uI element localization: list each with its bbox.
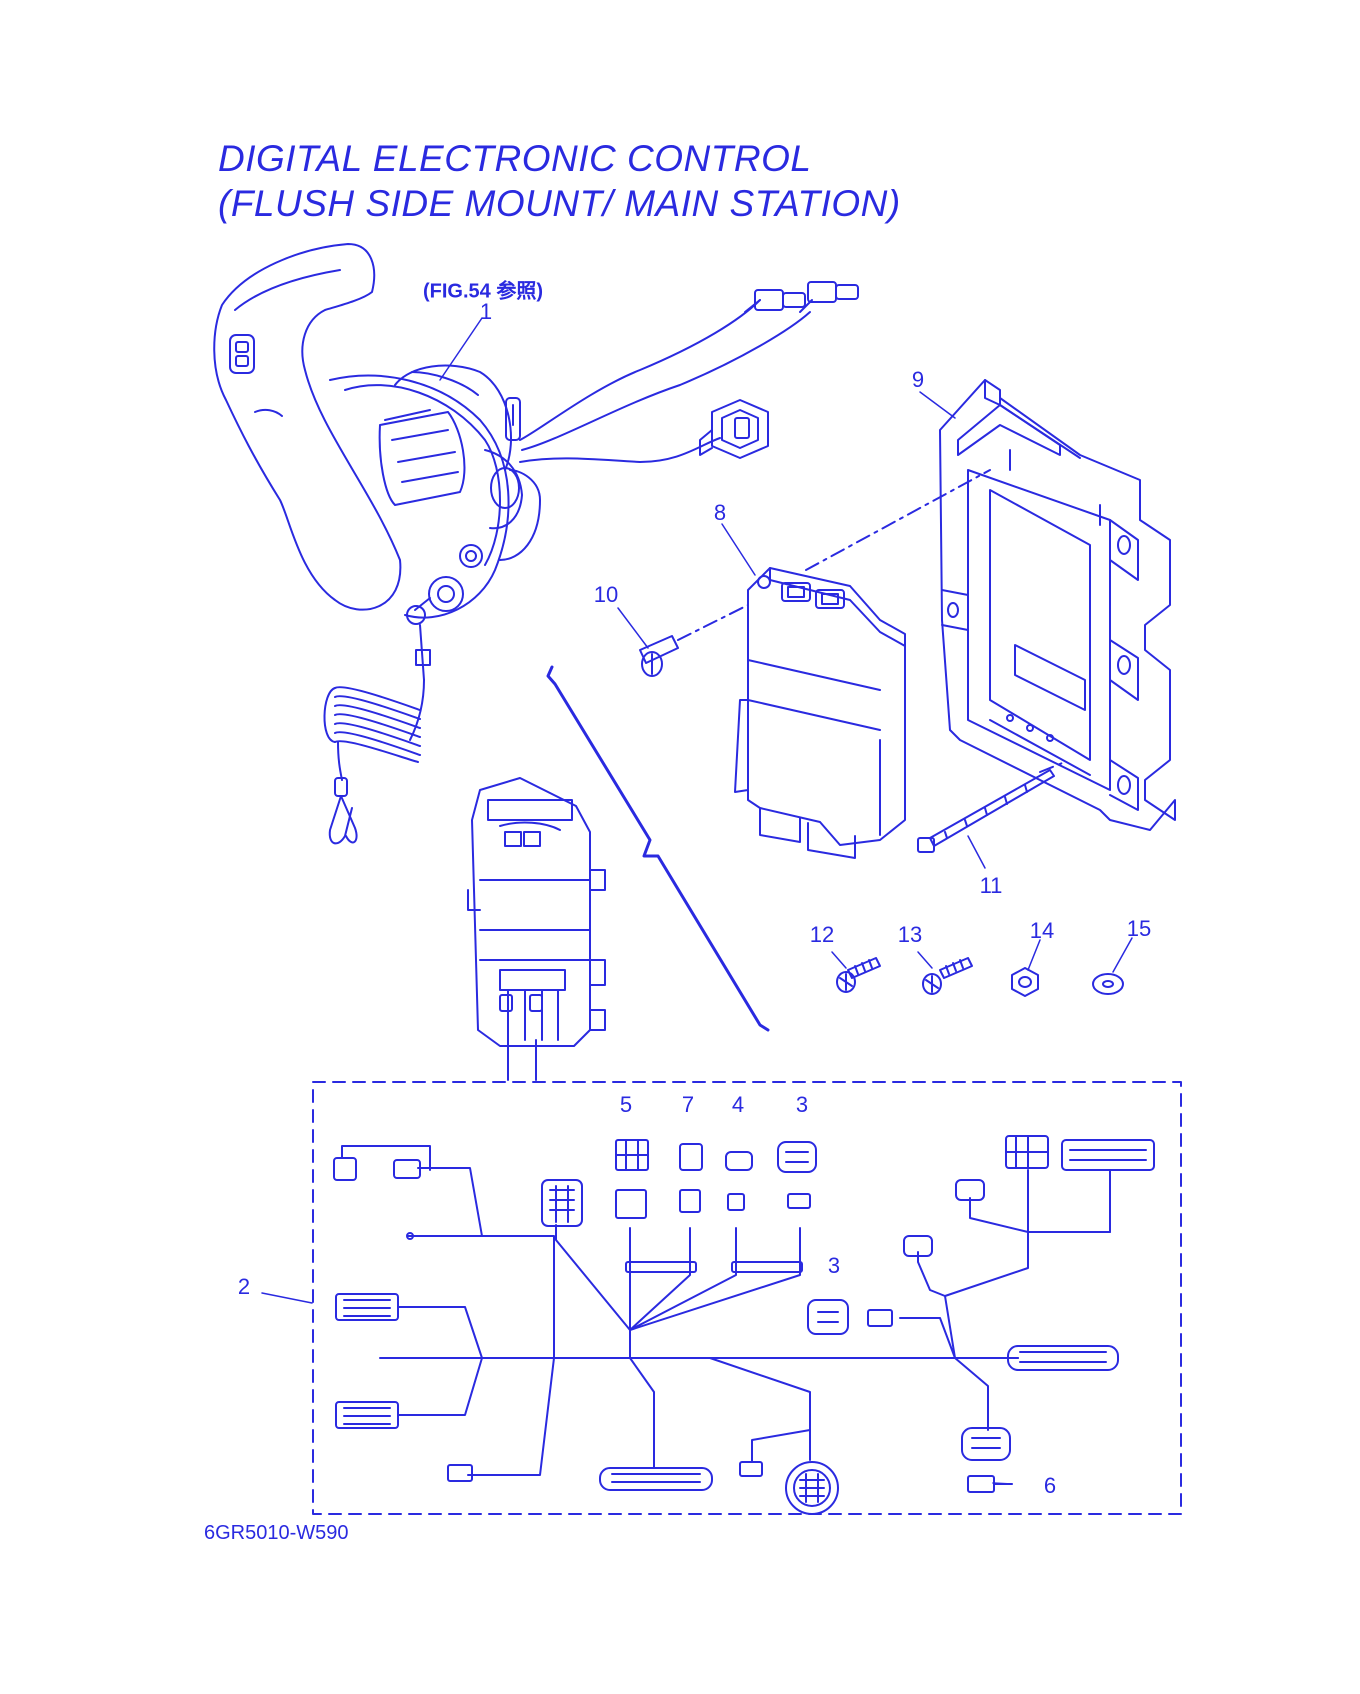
diagram-title-line-1: DIGITAL ELECTRONIC CONTROL — [218, 138, 812, 179]
callout-13: 13 — [897, 922, 923, 947]
callout-6: 6 — [1043, 1473, 1057, 1498]
callout-3-second: 3 — [827, 1253, 841, 1278]
figure-reference: (FIG.54 参照) — [422, 280, 544, 303]
part-13-screw — [923, 958, 972, 994]
part-2-wire-harness — [334, 1136, 1154, 1514]
part-15-washer — [1093, 974, 1123, 994]
diagram-title-line-2: (FLUSH SIDE MOUNT/ MAIN STATION) — [218, 183, 901, 224]
callout-14: 14 — [1029, 918, 1055, 943]
assembled-ecu-inset — [468, 778, 605, 1080]
part-11-cable-tie — [918, 770, 1054, 852]
part-8-ecu-unit — [735, 568, 905, 858]
callout-leaders — [262, 318, 1132, 1484]
callout-7: 7 — [681, 1092, 695, 1117]
callout-1: 1 — [479, 299, 493, 324]
part-9-ecu-bracket — [940, 380, 1175, 830]
drawing-code: 6GR5010-W590 — [204, 1522, 349, 1544]
callout-10: 10 — [593, 582, 619, 607]
part-14-nut — [1012, 968, 1038, 996]
callout-15: 15 — [1126, 916, 1152, 941]
callout-12: 12 — [809, 922, 835, 947]
callout-9: 9 — [911, 367, 925, 392]
callout-4: 4 — [731, 1092, 745, 1117]
callout-11: 11 — [979, 873, 1003, 898]
part-1-remote-control-lever — [214, 244, 858, 843]
part-2-wire-harness-box — [313, 1082, 1181, 1514]
part-10-screw — [640, 636, 678, 676]
callout-5: 5 — [619, 1092, 633, 1117]
assembly-brace — [548, 667, 768, 1030]
callout-8: 8 — [713, 500, 727, 525]
part-12-screw — [837, 958, 880, 992]
callout-3: 3 — [795, 1092, 809, 1117]
callout-2: 2 — [237, 1274, 251, 1299]
